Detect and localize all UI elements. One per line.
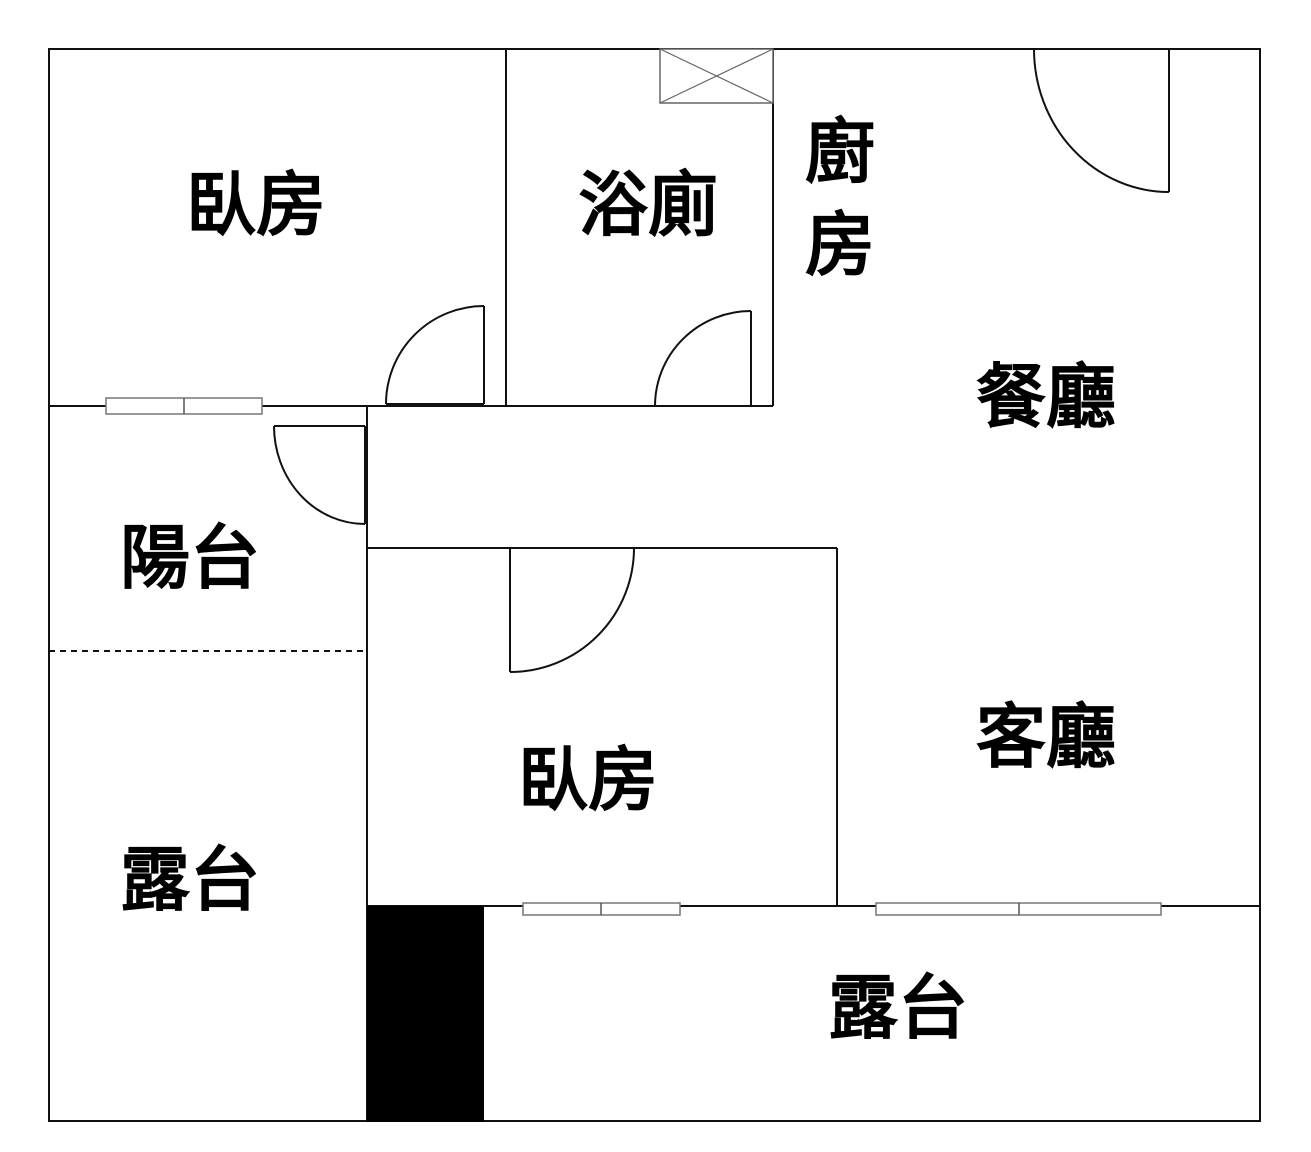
room-label-terrace-bottom: 露台 bbox=[828, 967, 968, 1049]
window-bedroom bbox=[105, 397, 263, 415]
room-label-balcony: 陽台 bbox=[120, 517, 260, 599]
room-label-kitchen-2: 房 bbox=[805, 204, 875, 286]
bathroom-door-icon bbox=[654, 310, 752, 407]
room-label-bathroom: 浴廁 bbox=[578, 164, 718, 246]
entry-door-icon bbox=[1033, 48, 1170, 193]
balcony-door-icon bbox=[273, 425, 366, 525]
room-label-dining: 餐廳 bbox=[976, 356, 1116, 438]
window-bedroom2 bbox=[522, 902, 681, 916]
room-label-terrace-left: 露台 bbox=[120, 839, 260, 921]
window-living bbox=[875, 902, 1162, 916]
vent-icon bbox=[659, 48, 774, 104]
room-label-kitchen-1: 廚 bbox=[805, 111, 875, 193]
room-label-living: 客廳 bbox=[976, 696, 1116, 778]
bedroom2-door-icon bbox=[509, 547, 635, 673]
room-label-bedroom: 臥房 bbox=[186, 164, 326, 246]
outer-wall bbox=[48, 48, 1261, 1122]
bedroom-door-icon bbox=[385, 305, 485, 405]
structural-column bbox=[367, 906, 484, 1122]
room-label-bedroom-2: 臥房 bbox=[518, 739, 658, 821]
